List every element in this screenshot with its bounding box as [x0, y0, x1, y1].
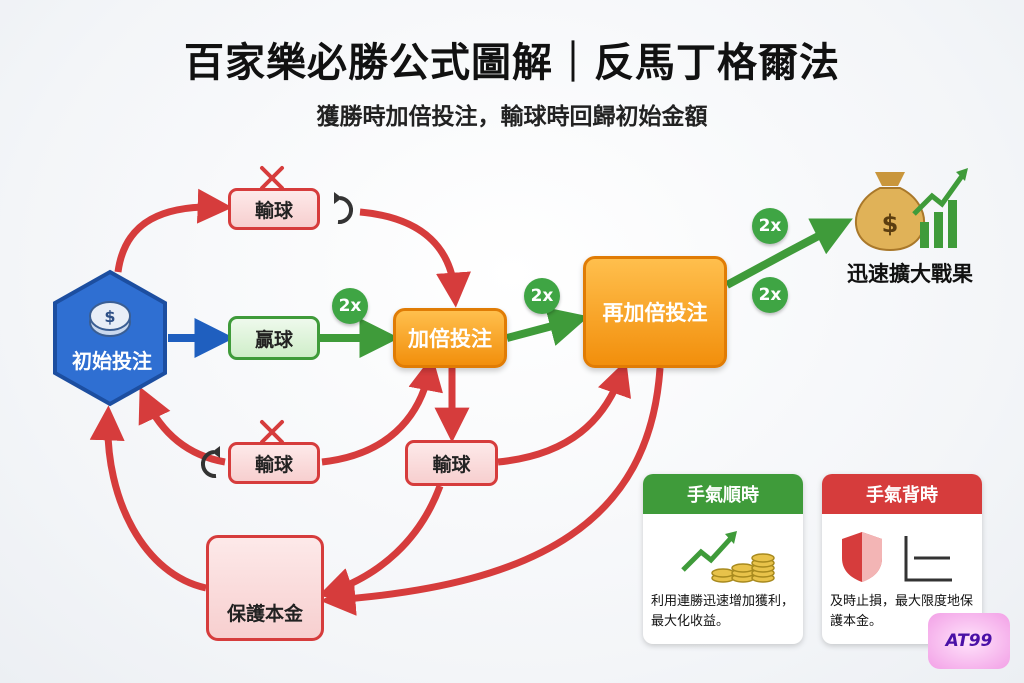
arrow-lose-middle-to-redouble [497, 360, 632, 466]
money-bag-icon: $ [855, 172, 925, 252]
refresh-icon [201, 446, 220, 479]
shield-flatline-icon [842, 532, 952, 582]
arrow-lose-middle-to-protect [318, 484, 444, 602]
refresh-icon [334, 192, 353, 225]
page-subtitle: 獲勝時加倍投注，輸球時回歸初始金額 [316, 104, 708, 130]
multiplier-badge: 2x [752, 277, 788, 313]
multiplier-badge: 2x [752, 208, 788, 244]
arrow-lose-bottom-to-double [321, 355, 443, 466]
good-luck-card-header: 手氣順時 [643, 474, 803, 514]
multiplier-badge: 2x [332, 288, 368, 324]
double-bet-node: 加倍投注 [393, 308, 507, 368]
bad-luck-card-text: 及時止損，最大限度地保護本金。 [830, 594, 974, 629]
lose-middle-node: 輸球 [405, 440, 498, 486]
arrow-start-to-lose-top [114, 188, 233, 273]
svg-text:$: $ [882, 210, 899, 238]
protect-capital-label: 保護本金 [226, 603, 303, 625]
x-mark-icon [260, 420, 284, 444]
win-node: 贏球 [228, 316, 320, 360]
arrow-redouble-to-protect [320, 367, 664, 616]
arrow-redouble-to-result [725, 218, 853, 289]
lose-bottom-node: 輸球 [228, 442, 320, 484]
protect-capital-node: 保護本金 [206, 535, 324, 641]
arrow-lose-top-to-double [359, 208, 471, 308]
page-title: 百家樂必勝公式圖解｜反馬丁格爾法 [184, 40, 840, 86]
growth-chart-icon [912, 168, 968, 248]
start-hexagon [53, 269, 167, 407]
redouble-bet-node: 再加倍投注 [583, 256, 727, 368]
bad-luck-card-header: 手氣背時 [822, 474, 982, 514]
coin-icon: $ [89, 301, 131, 337]
good-luck-card: 手氣順時 利用連勝迅速增加獲利，最大化收益。 [643, 474, 803, 644]
good-luck-card-text: 利用連勝迅速增加獲利，最大化收益。 [651, 594, 795, 629]
arrow-double-to-redouble [505, 307, 589, 346]
arrow-lose-bottom-to-start [138, 386, 226, 466]
start-node-label: 初始投注 [72, 349, 152, 373]
x-mark-icon [260, 166, 284, 190]
coins-growth-icon [681, 531, 775, 583]
svg-text:$: $ [104, 307, 115, 326]
lose-top-node: 輸球 [228, 188, 320, 230]
brand-logo: AT99 [928, 613, 1010, 669]
arrow-protect-to-start [89, 405, 207, 592]
result-label: 迅速擴大戰果 [847, 262, 973, 286]
multiplier-badge: 2x [524, 278, 560, 314]
